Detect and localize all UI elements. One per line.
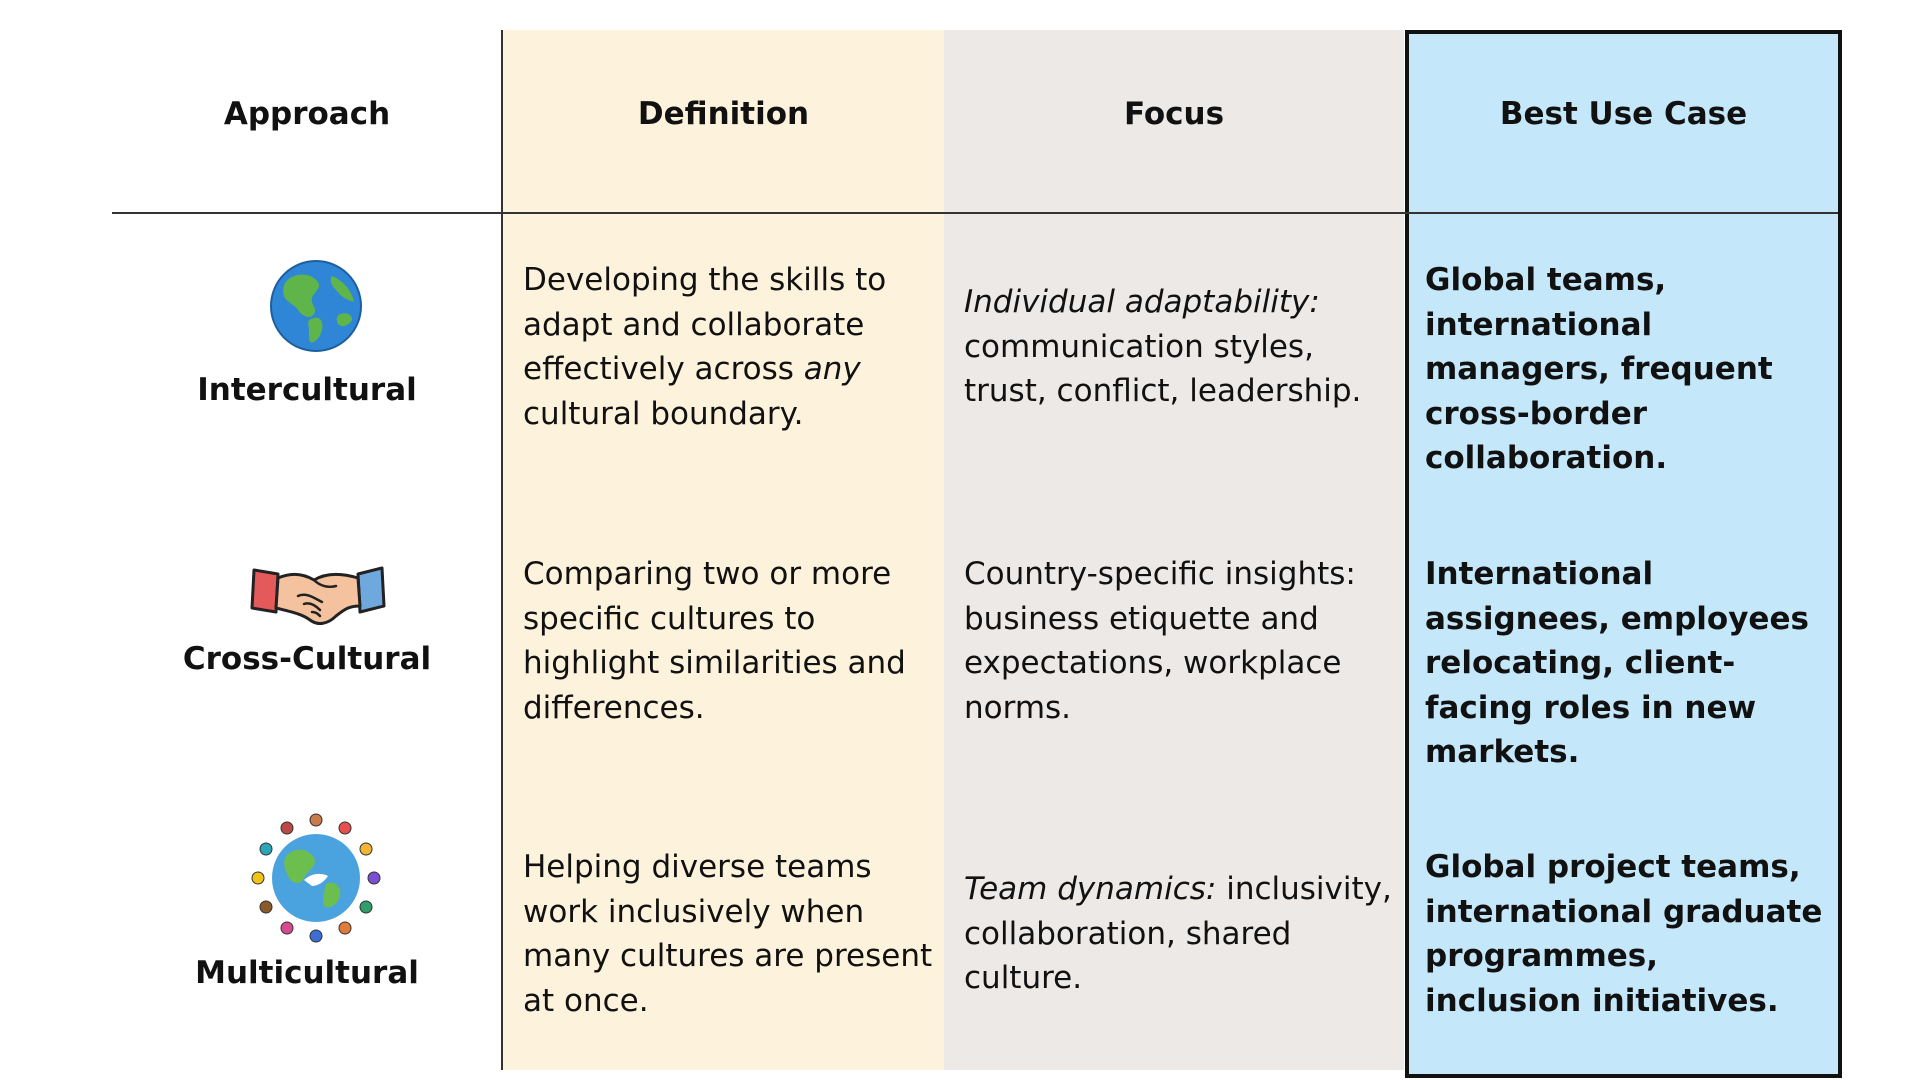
focus-text: communication styles, trust, conflict, l…	[964, 328, 1362, 410]
focus-lead: Individual adaptability:	[964, 284, 1320, 320]
header-focus: Focus	[1123, 96, 1225, 132]
header-best-use-case: Best Use Case	[1499, 96, 1748, 132]
focus-cell: Team dynamics: inclusivity, collaboratio…	[964, 867, 1399, 1001]
focus-column-background	[944, 30, 1404, 1070]
column-divider	[501, 30, 503, 1070]
approach-name: Multicultural	[195, 955, 419, 991]
best-use-case-cell: Global teams, international managers, fr…	[1425, 262, 1773, 476]
header-approach: Approach	[223, 96, 391, 132]
globe-icon	[270, 260, 362, 352]
definition-cell: Developing the skills to adapt and colla…	[523, 258, 938, 436]
people-around-globe-icon	[251, 813, 381, 943]
header-divider	[112, 212, 1838, 214]
definition-emphasis: any	[803, 351, 861, 387]
header-definition: Definition	[637, 96, 810, 132]
focus-cell: Country-specific insights: business etiq…	[964, 556, 1356, 726]
definition-text-end: cultural boundary.	[523, 395, 804, 432]
handshake-icon	[250, 566, 386, 625]
focus-cell: Individual adaptability: communication s…	[964, 280, 1399, 414]
best-use-case-cell: International assignees, employees reloc…	[1425, 556, 1809, 770]
focus-text: inclusivity, collaboration, shared cultu…	[964, 871, 1392, 996]
definition-cell: Comparing two or more specific cultures …	[523, 556, 906, 726]
definition-cell: Helping diverse teams work inclusively w…	[523, 849, 933, 1019]
best-use-case-column-highlight	[1405, 30, 1842, 1078]
approach-name: Intercultural	[197, 372, 417, 408]
best-use-case-cell: Global project teams, international grad…	[1425, 849, 1823, 1019]
focus-lead: Team dynamics:	[964, 871, 1217, 907]
definition-text: Developing the skills to adapt and colla…	[523, 262, 887, 387]
definition-column-background	[503, 30, 944, 1070]
approach-name: Cross-Cultural	[182, 641, 432, 677]
